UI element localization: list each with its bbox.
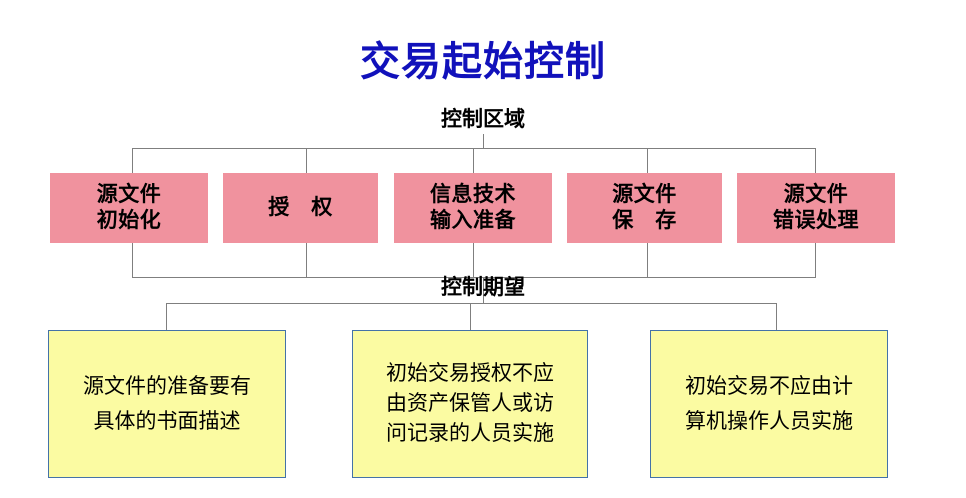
control-expectation-box-1-line1: 源文件的准备要有 xyxy=(83,374,251,399)
connector-rise-area-1 xyxy=(132,243,133,277)
connector-drop-area-4 xyxy=(647,148,648,173)
connector-rise-area-5 xyxy=(815,243,816,277)
connector-drop-area-2 xyxy=(306,148,307,173)
connector-drop-area-5 xyxy=(815,148,816,173)
control-expectation-box-2-line1: 初始交易授权不应 xyxy=(386,361,554,386)
connector-bar-control-expect xyxy=(166,303,776,304)
control-area-box-1-line2: 初始化 xyxy=(96,208,162,232)
section-label-control-area: 控制区域 xyxy=(441,107,525,131)
control-expectation-box-2-line2: 由资产保管人或访 xyxy=(386,391,554,416)
control-area-box-5-line1: 源文件 xyxy=(783,182,849,207)
section-label-control-expectation: 控制期望 xyxy=(441,275,525,299)
control-expectation-box-2-line3: 问记录的人员实施 xyxy=(386,420,554,445)
connector-stem-control-area xyxy=(483,134,484,148)
connector-rise-area-2 xyxy=(306,243,307,277)
control-expectation-box-3-line1: 初始交易不应由计 xyxy=(685,374,853,399)
page-title: 交易起始控制 xyxy=(360,39,606,85)
control-area-box-3-line1: 信息技术 xyxy=(430,182,516,207)
control-area-box-4-line1: 源文件 xyxy=(612,182,677,207)
control-area-box-3-line2: 输入准备 xyxy=(430,208,516,232)
connector-drop-area-1 xyxy=(132,148,133,173)
control-expectation-box-2[interactable]: 初始交易授权不应 由资产保管人或访 问记录的人员实施 xyxy=(352,330,588,478)
control-area-box-1-line1: 源文件 xyxy=(96,182,162,207)
connector-drop-expect-1 xyxy=(166,303,167,330)
connector-bar-control-area xyxy=(132,148,816,149)
connector-rise-area-3 xyxy=(473,243,474,277)
control-expectation-box-3[interactable]: 初始交易不应由计 算机操作人员实施 xyxy=(650,330,888,478)
control-area-box-2[interactable]: 授 权 xyxy=(223,173,378,243)
control-area-box-5-line2: 错误处理 xyxy=(773,208,859,232)
control-area-box-1[interactable]: 源文件 初始化 xyxy=(50,173,208,243)
control-area-box-4-line2: 保 存 xyxy=(612,208,677,232)
connector-rise-area-4 xyxy=(647,243,648,277)
connector-drop-expect-3 xyxy=(776,303,777,330)
connector-stem-control-expect xyxy=(483,277,484,303)
control-area-box-2-line1: 授 权 xyxy=(268,195,333,220)
control-expectation-box-1[interactable]: 源文件的准备要有 具体的书面描述 xyxy=(48,330,286,478)
control-area-box-4[interactable]: 源文件 保 存 xyxy=(567,173,722,243)
connector-drop-expect-2 xyxy=(470,303,471,330)
control-area-box-3[interactable]: 信息技术 输入准备 xyxy=(394,173,552,243)
control-expectation-box-1-line2: 具体的书面描述 xyxy=(93,409,241,433)
connector-drop-area-3 xyxy=(473,148,474,173)
control-area-box-5[interactable]: 源文件 错误处理 xyxy=(737,173,895,243)
control-expectation-box-3-line2: 算机操作人员实施 xyxy=(685,409,853,433)
connector-bar-merge xyxy=(132,277,816,278)
